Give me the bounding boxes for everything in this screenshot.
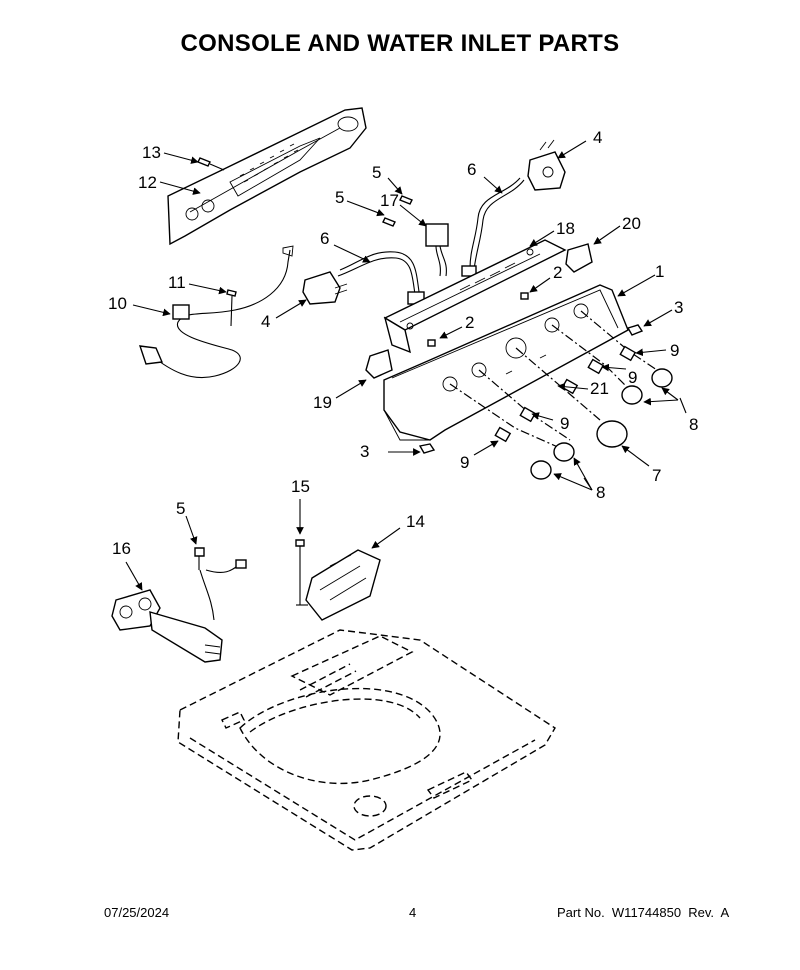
- callout-2: 2: [465, 313, 474, 332]
- callout-9: 9: [460, 453, 469, 472]
- callout-7: 7: [652, 466, 661, 485]
- callout-16: 16: [112, 539, 131, 558]
- console-rear-panel: [167, 107, 367, 246]
- switch-20: [565, 243, 593, 273]
- callout-18: 18: [556, 219, 575, 238]
- footer-page-number: 4: [409, 905, 417, 920]
- mounting-bracket-14: [305, 549, 381, 621]
- callout-10: 10: [108, 294, 127, 313]
- knob-7: [596, 420, 628, 448]
- washer-top: [177, 629, 556, 851]
- callout-3: 3: [674, 298, 683, 317]
- callout-14: 14: [406, 512, 425, 531]
- callout-9: 9: [560, 414, 569, 433]
- switch-19: [365, 349, 393, 379]
- control-board: [383, 239, 567, 354]
- callout-5: 5: [335, 188, 344, 207]
- screw-5-upper: [382, 195, 413, 227]
- callout-12: 12: [138, 173, 157, 192]
- callout-11: 11: [168, 273, 186, 292]
- callout-4: 4: [261, 312, 270, 331]
- callout-5: 5: [372, 163, 381, 182]
- power-cord: [138, 245, 294, 379]
- callout-13: 13: [142, 143, 161, 162]
- knob-8: [530, 368, 673, 480]
- wire-harness-left: [337, 251, 425, 305]
- leader-lines: [125, 140, 687, 591]
- callout-labels: 13 12 5 5 17 6 4 6 18 20 11 10 4 2 2 1 3…: [108, 128, 698, 558]
- callout-9: 9: [670, 341, 679, 360]
- callout-9: 9: [628, 368, 637, 387]
- switch-4-left: [302, 271, 348, 305]
- callout-1: 1: [655, 262, 664, 281]
- footer-part-number: Part No. W11744850 Rev. A: [557, 905, 730, 920]
- screw-11: [226, 289, 237, 327]
- screw-13: [197, 157, 225, 171]
- water-inlet-valve: [111, 559, 247, 663]
- callout-20: 20: [622, 214, 641, 233]
- connector-17: [425, 223, 449, 277]
- callout-8: 8: [689, 415, 698, 434]
- page-title: CONSOLE AND WATER INLET PARTS: [180, 30, 620, 57]
- clip-2: [427, 292, 529, 347]
- screw-5-lower: [194, 547, 205, 570]
- footer-date: 07/25/2024: [104, 905, 170, 920]
- switch-4-upper: [527, 139, 566, 191]
- callout-6: 6: [467, 160, 476, 179]
- callout-5: 5: [176, 499, 185, 518]
- callout-19: 19: [313, 393, 332, 412]
- screw-15: [295, 539, 308, 606]
- callout-17: 17: [380, 191, 399, 210]
- callout-21: 21: [590, 379, 609, 398]
- console-panel: [383, 284, 629, 441]
- callout-2: 2: [553, 263, 562, 282]
- callout-6: 6: [320, 229, 329, 248]
- callout-4: 4: [593, 128, 602, 147]
- callout-8: 8: [596, 483, 605, 502]
- screw-3: [418, 324, 644, 454]
- callout-15: 15: [291, 477, 310, 496]
- wire-harness-upper: [461, 177, 525, 277]
- callout-3: 3: [360, 442, 369, 461]
- bushing-9: [494, 345, 637, 443]
